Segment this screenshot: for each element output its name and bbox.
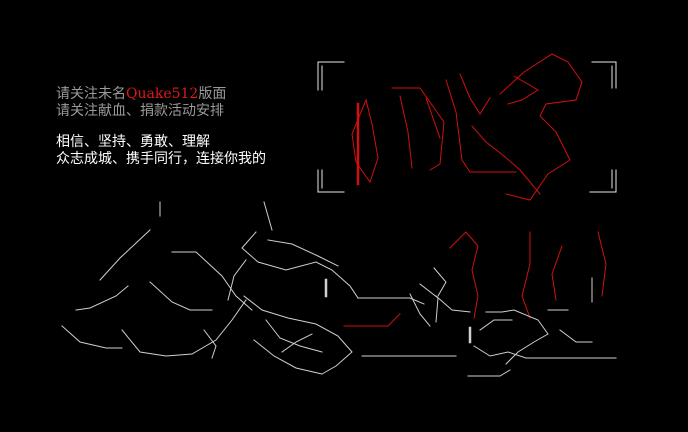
frame-bottom-left — [317, 169, 345, 193]
notice-prefix: 请关注未名 — [56, 86, 126, 102]
notice-line-2: 请关注献血、捐款活动安排 — [56, 103, 224, 119]
board-name[interactable]: Quake512 — [126, 86, 199, 102]
gray-character-art — [61, 201, 617, 377]
corner-frame — [317, 61, 617, 193]
notice-line-1: 请关注未名Quake512版面 — [56, 86, 226, 103]
message-text: 相信、坚持、勇敢、理解 众志成城、携手同行，连接你我的 — [56, 134, 266, 168]
notice-suffix: 版面 — [198, 86, 227, 102]
message-line-1: 相信、坚持、勇敢、理解 — [56, 134, 210, 150]
message-line-2: 众志成城、携手同行，连接你我的 — [56, 151, 266, 167]
frame-top-right — [591, 61, 617, 89]
frame-top-left — [317, 61, 345, 91]
red-heart-character — [343, 53, 607, 327]
notice-text: 请关注未名Quake512版面 请关注献血、捐款活动安排 — [56, 86, 226, 120]
frame-bottom-right — [589, 169, 617, 193]
